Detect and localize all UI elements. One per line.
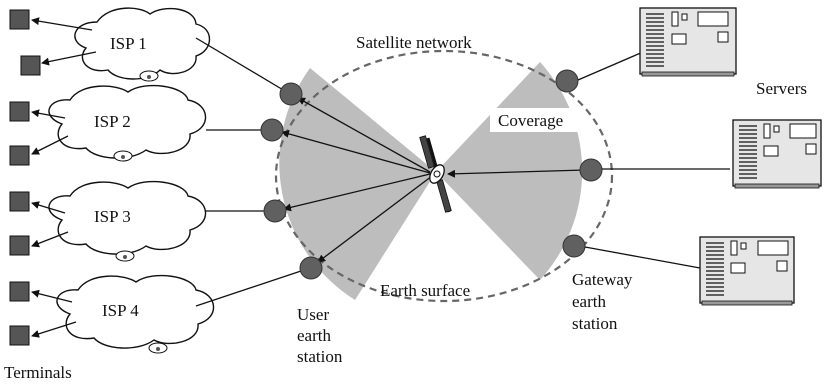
satellite-network-label: Satellite network xyxy=(356,33,472,52)
isp-2-terminal-arrow xyxy=(31,135,69,155)
isp-3-terminal-arrow xyxy=(31,201,66,214)
isp-2-terminal-arrow xyxy=(31,109,66,119)
earth-surface-circle xyxy=(274,49,614,303)
terminal-7 xyxy=(9,281,30,302)
gateway-server-link xyxy=(584,246,701,269)
downlink-arrow xyxy=(297,97,431,173)
gateway-earth-station-label: Gateway earth station xyxy=(572,270,637,333)
uplink-arrow xyxy=(447,169,586,178)
gateway-earth-station xyxy=(555,69,579,93)
isp-4-station-link xyxy=(195,267,311,307)
isp-1-label: ISP 1 xyxy=(110,34,147,53)
isp-4-label: ISP 4 xyxy=(102,301,139,320)
downlink-arrow xyxy=(283,173,431,212)
terminal-8 xyxy=(9,325,30,346)
terminal-6 xyxy=(9,235,30,256)
isp-1-station-link xyxy=(195,37,291,95)
isp-3-terminal-arrow xyxy=(31,231,69,248)
earth-surface-label: Earth surface xyxy=(380,281,470,300)
downlink-arrow xyxy=(317,175,433,263)
terminal-3 xyxy=(9,101,30,122)
isp-4-terminal-arrow xyxy=(31,289,73,303)
isp-1-terminal-arrow xyxy=(31,17,93,31)
server-3-icon xyxy=(699,236,795,306)
terminal-1 xyxy=(9,9,30,30)
satellite-icon xyxy=(419,135,452,213)
terminal-4 xyxy=(9,145,30,166)
user-earth-station xyxy=(263,199,287,223)
coverage-label: Coverage xyxy=(498,111,563,130)
coverage-label-bg xyxy=(490,108,582,132)
server-1-icon xyxy=(639,7,737,77)
isp-4-cloud xyxy=(56,274,215,354)
isp-1-cloud xyxy=(74,7,211,82)
user-earth-station xyxy=(260,118,284,142)
user-coverage-beam xyxy=(279,68,436,300)
user-earth-station xyxy=(299,256,323,280)
terminals-label: Terminals xyxy=(4,363,72,382)
isp-3-cloud xyxy=(48,180,207,262)
isp-2-label: ISP 2 xyxy=(94,112,131,131)
gateway-earth-station xyxy=(562,234,586,258)
user-earth-station xyxy=(279,82,303,106)
terminal-2 xyxy=(20,55,41,76)
isp-3-label: ISP 3 xyxy=(94,207,131,226)
isp-4-terminal-arrow xyxy=(31,321,77,338)
terminal-5 xyxy=(9,191,30,212)
server-2-icon xyxy=(732,119,822,189)
downlink-arrow xyxy=(281,130,431,174)
gateway-server-link xyxy=(577,51,644,81)
user-earth-station-label: User earth station xyxy=(297,305,343,366)
servers-label: Servers xyxy=(756,79,807,98)
isp-1-terminal-arrow xyxy=(41,51,97,66)
gateway-earth-station xyxy=(579,158,603,182)
isp-2-cloud xyxy=(48,84,207,162)
